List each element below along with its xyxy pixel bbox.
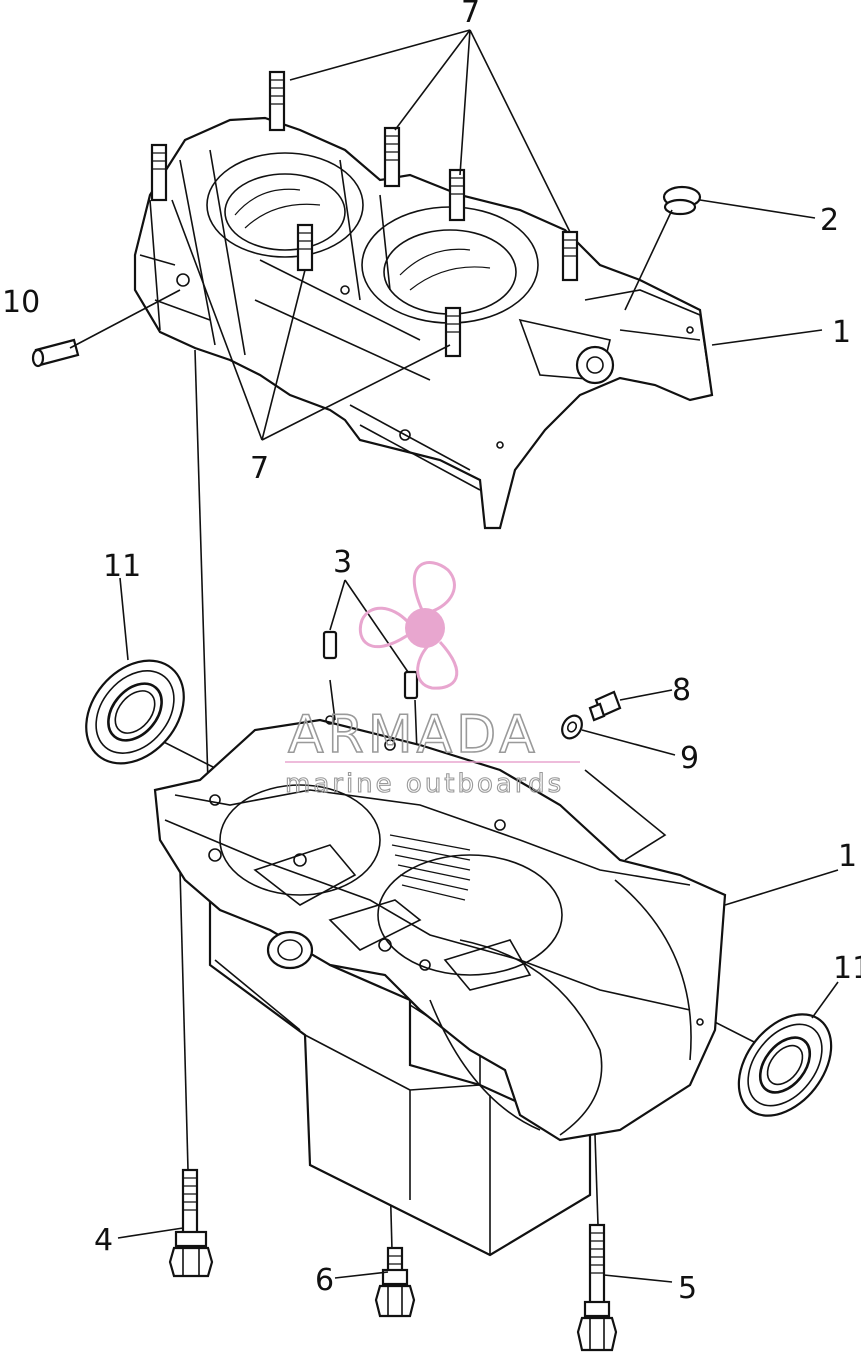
callout-labels: 7 2 1 10 7 11 3 8 9 1 11 4 6 5 — [2, 0, 861, 1306]
upper-leader-lines — [69, 29, 823, 441]
watermark-title: ARMADA — [288, 705, 539, 765]
oil-seal-11-left — [85, 659, 185, 765]
lower-leader-lines — [117, 577, 839, 1283]
plug-8 — [588, 690, 622, 722]
lower-crankcase — [153, 715, 727, 1257]
callout-1-top: 1 — [832, 315, 851, 350]
callout-11-left: 11 — [103, 549, 141, 584]
callout-11-right: 11 — [833, 951, 861, 986]
callout-4: 4 — [94, 1223, 113, 1258]
watermark-subtitle: marine outboards — [285, 769, 564, 799]
callout-3: 3 — [333, 545, 352, 580]
callout-10: 10 — [2, 285, 40, 320]
upper-crankcase — [31, 70, 714, 530]
bolt-4 — [168, 1168, 214, 1278]
bolt-10 — [31, 338, 80, 368]
callout-7-top: 7 — [461, 0, 480, 30]
stud-group-upper — [150, 70, 579, 358]
plug-2 — [662, 185, 702, 216]
dowel-pins-3 — [322, 630, 419, 700]
callout-5: 5 — [678, 1271, 697, 1306]
callout-9: 9 — [680, 741, 699, 776]
washer-9 — [561, 714, 583, 740]
bolt-5 — [576, 1223, 618, 1352]
callout-6: 6 — [315, 1263, 334, 1298]
armada-watermark: ARMADA marine outboards — [284, 561, 580, 800]
propeller-logo-icon — [358, 561, 459, 690]
callout-1-bottom: 1 — [838, 839, 857, 874]
oil-seal-11-right — [737, 1013, 833, 1117]
callout-8: 8 — [672, 673, 691, 708]
callout-2: 2 — [820, 203, 839, 238]
callout-7-bottom: 7 — [250, 451, 269, 486]
bolt-6 — [374, 1246, 416, 1318]
